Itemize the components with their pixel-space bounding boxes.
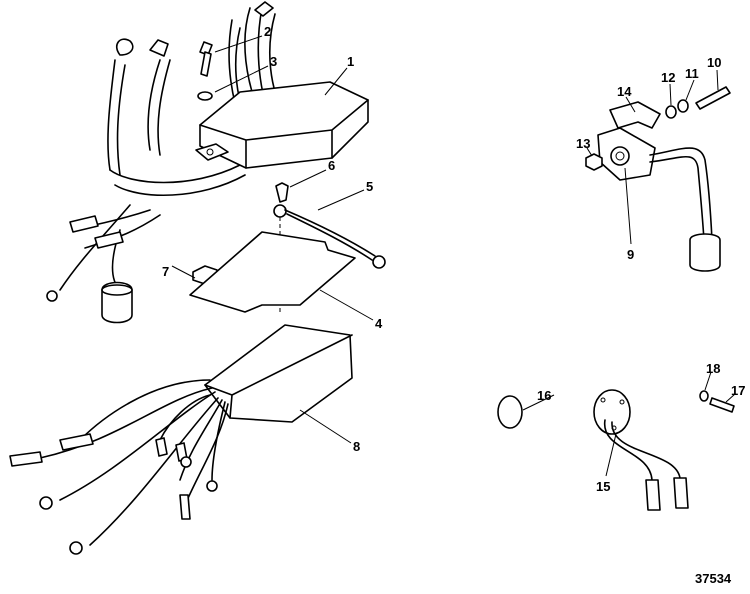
- part-1-switch-box: [46, 1, 369, 324]
- part-8-switch-box: [9, 324, 353, 555]
- part-10-screw: [695, 86, 731, 110]
- callout-18: 18: [706, 361, 720, 376]
- callout-15: 15: [596, 479, 610, 494]
- part-17-screw: [709, 397, 735, 413]
- callout-1: 1: [347, 54, 354, 69]
- callout-7: 7: [162, 264, 169, 279]
- callout-9: 9: [627, 247, 634, 262]
- callout-6: 6: [328, 158, 335, 173]
- part-5-ground-strap: [273, 204, 386, 269]
- leader-lines: [171, 35, 736, 477]
- callout-3: 3: [270, 54, 277, 69]
- part-4-plate: [189, 231, 356, 313]
- part-12-washer: [665, 105, 677, 119]
- part-18-washer: [699, 390, 709, 402]
- part-2-screw: [199, 41, 213, 77]
- callout-13: 13: [576, 136, 590, 151]
- callout-17: 17: [731, 383, 745, 398]
- callout-10: 10: [707, 55, 721, 70]
- callout-16: 16: [537, 388, 551, 403]
- callout-14: 14: [617, 84, 632, 99]
- part-13-nut: [585, 153, 603, 171]
- callout-8: 8: [353, 439, 360, 454]
- part-9-trigger: [597, 127, 721, 272]
- part-14-clip: [609, 101, 661, 129]
- callout-11: 11: [685, 66, 699, 81]
- figure-number: 37534: [695, 571, 732, 586]
- part-11-lockwasher: [677, 99, 689, 113]
- part-6-screw: [275, 182, 289, 203]
- callout-5: 5: [366, 179, 373, 194]
- callout-4: 4: [375, 316, 383, 331]
- part-3-washer: [197, 91, 213, 101]
- callout-12: 12: [661, 70, 675, 85]
- part-16-o-ring: [497, 395, 523, 429]
- callout-2: 2: [264, 24, 271, 39]
- part-15-plate: [593, 389, 689, 511]
